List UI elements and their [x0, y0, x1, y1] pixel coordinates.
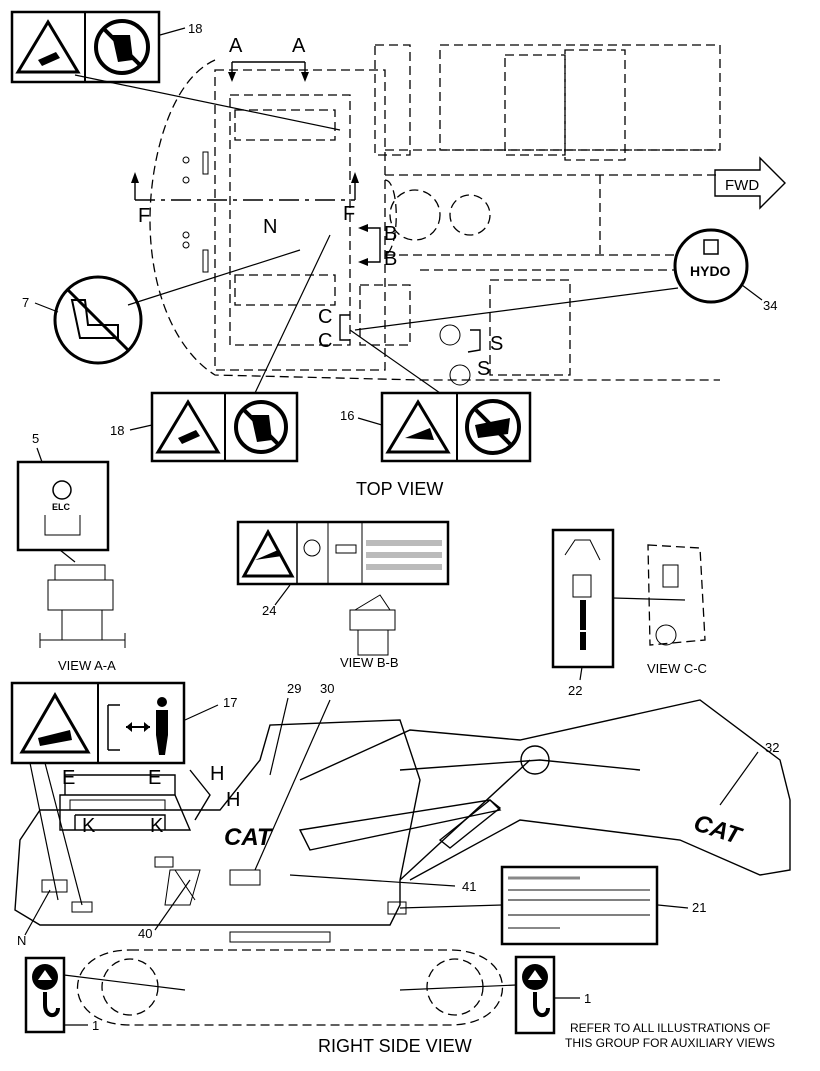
view-b-b-label: VIEW B-B: [340, 655, 399, 670]
person-icon: [156, 710, 168, 755]
decal-1-right-lift-point: [514, 955, 556, 1035]
prohibition-circle-icon: [465, 399, 521, 455]
right-side-view: CAT CAT E E H H K K 17 29: [10, 681, 791, 1056]
warning-triangle-icon: [15, 19, 81, 74]
right-side-view-label: RIGHT SIDE VIEW: [318, 1036, 472, 1056]
callout-18-top: 18: [188, 21, 202, 36]
callout-41: 41: [462, 879, 476, 894]
view-a-a-label: VIEW A-A: [58, 658, 116, 673]
keep-distance-arrow-icon: [126, 722, 150, 732]
view-c-c-label: VIEW C-C: [647, 661, 707, 676]
decal-17: [10, 681, 186, 765]
warning-triangle-icon: [385, 399, 451, 454]
decal-5-elc: [16, 460, 110, 552]
view-a-a: 5 ELC VIEW A-A: [16, 431, 126, 673]
fwd-arrow-icon: [714, 156, 786, 210]
cat-logo-body: CAT: [224, 824, 274, 851]
view-b-b: 24 VIEW B-B: [236, 520, 450, 670]
callout-34: 34: [763, 298, 777, 313]
section-letter-c1: C: [318, 306, 332, 328]
warning-triangle-icon: [155, 399, 221, 454]
decal-18-top: [10, 10, 161, 84]
section-letter-f1: F: [138, 205, 150, 227]
hook-icon: [43, 992, 60, 1018]
callout-21: 21: [692, 900, 706, 915]
decal-21-plate: [500, 865, 659, 946]
callout-1-left: 1: [92, 1018, 99, 1033]
view-c-c: 22 VIEW C-C: [551, 528, 707, 698]
hook-icon: [533, 992, 550, 1018]
callout-22: 22: [568, 683, 582, 698]
callout-7: 7: [22, 295, 29, 310]
section-letter-f2: F: [343, 203, 355, 225]
decal-7: [53, 275, 143, 365]
note-line-1: REFER TO ALL ILLUSTRATIONS OF: [570, 1021, 770, 1035]
callout-N: N: [17, 933, 26, 948]
section-letter-a2: A: [292, 35, 306, 57]
section-letter-n: N: [263, 216, 277, 238]
section-letter-s1: S: [490, 333, 503, 355]
fwd-label: FWD: [725, 177, 759, 194]
callout-29: 29: [287, 681, 301, 696]
callout-18-bottom: 18: [110, 423, 124, 438]
prohibition-circle-icon: [234, 400, 288, 454]
section-letter-h2: H: [226, 789, 240, 811]
top-view-label: TOP VIEW: [356, 479, 443, 499]
section-letter-b1: B: [384, 223, 397, 245]
callout-24: 24: [262, 603, 276, 618]
cat-logo-boom: CAT: [690, 810, 746, 851]
note-line-2: THIS GROUP FOR AUXILIARY VIEWS: [565, 1036, 775, 1050]
decal-16: [380, 391, 532, 463]
boot-icon: [70, 299, 119, 339]
decal-34-hydo: HYDO: [673, 228, 749, 304]
callout-16: 16: [340, 408, 354, 423]
section-letter-c2: C: [318, 330, 332, 352]
section-letter-e1: E: [62, 767, 75, 789]
prohibition-circle-icon: [94, 19, 150, 75]
section-letter-k2: K: [150, 815, 164, 837]
hydo-label: HYDO: [690, 263, 731, 279]
warning-triangle-icon: [19, 692, 91, 754]
coolant-cap-icon: [52, 480, 72, 500]
callout-30: 30: [320, 681, 334, 696]
section-letter-k1: K: [82, 815, 96, 837]
callout-1-right: 1: [584, 991, 591, 1006]
section-letter-s2: S: [477, 358, 490, 380]
callout-40: 40: [138, 926, 152, 941]
callout-32: 32: [765, 740, 779, 755]
top-view: A A F F N B B C C S S FWD 18 7: [10, 10, 786, 499]
section-letter-e2: E: [148, 767, 161, 789]
section-letter-b2: B: [384, 248, 397, 270]
callout-17: 17: [223, 695, 237, 710]
elc-label: ELC: [52, 502, 71, 512]
decal-1-left-lift-point: [24, 956, 66, 1034]
section-letter-a1: A: [229, 35, 243, 57]
section-letter-h1: H: [210, 763, 224, 785]
callout-5: 5: [32, 431, 39, 446]
decal-18-bottom: [150, 391, 299, 463]
